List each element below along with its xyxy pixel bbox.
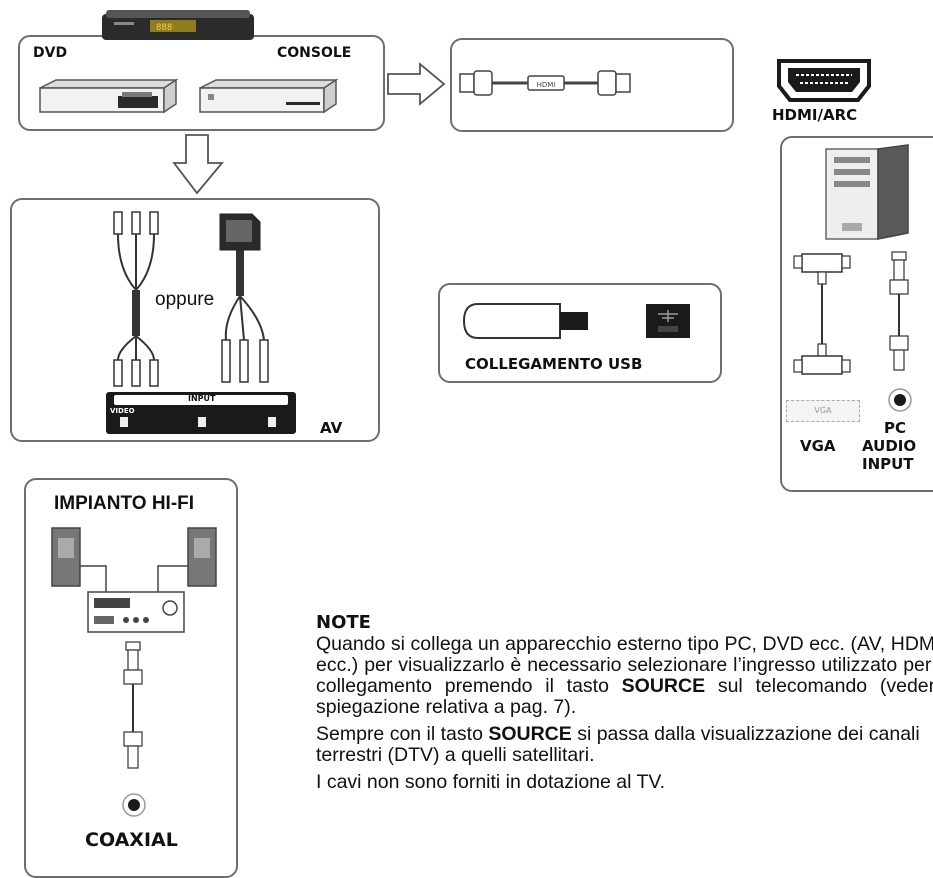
av-input-label: INPUT (188, 394, 216, 403)
hdmi-cable-box (450, 38, 734, 132)
usb-label: COLLEGAMENTO USB (465, 355, 643, 373)
hdmi-port-icon (777, 59, 871, 102)
pc-tower (825, 144, 909, 240)
usb-stick (462, 303, 588, 339)
note-p1-text-b: sul telecomando (vedere spiegazione rela… (316, 675, 933, 718)
scart-cable (219, 213, 269, 383)
av-input-strip (114, 395, 288, 405)
av-input-panel: INPUT VIDEO (106, 392, 296, 434)
vga-label: VGA (800, 437, 836, 455)
av-port-1 (120, 417, 128, 427)
note-p1-source: SOURCE (621, 675, 706, 697)
hifi-system (51, 527, 217, 633)
pc-input-label: INPUT (862, 455, 914, 473)
console-device (199, 78, 339, 114)
svg-text:888: 888 (156, 23, 172, 33)
note-p2-text-a: Sempre con il tasto (316, 723, 489, 745)
note-p2-text-b: si passa dalla visualizzazione dei canal… (316, 723, 920, 766)
note-title: NOTE (316, 612, 371, 633)
oppure-label: oppure (153, 289, 217, 311)
note-p1-text-a: Quando si collega un apparecchio esterno… (316, 633, 933, 697)
usb-port-icon (646, 304, 690, 338)
coaxial-jack-icon (122, 793, 146, 817)
av-port-3 (268, 417, 276, 427)
vga-cable (793, 253, 851, 375)
arrow-down-icon (172, 134, 224, 195)
pc-label: PC (884, 419, 907, 437)
coaxial-cable (123, 641, 143, 769)
hdmi-arc-label: HDMI/ARC (772, 106, 858, 124)
note-paragraph-1: Quando si collega un apparecchio esterno… (316, 634, 933, 718)
dvd-player (39, 78, 179, 114)
av-port-2 (198, 417, 206, 427)
arrow-right-icon (387, 62, 446, 106)
av-video-label: VIDEO (110, 407, 135, 415)
hifi-label: IMPIANTO HI-FI (54, 493, 195, 514)
note-paragraph-3: I cavi non sono forniti in dotazione al … (316, 771, 666, 793)
note-section: NOTE Quando si collega un apparecchio es… (316, 612, 933, 799)
console-label: CONSOLE (277, 45, 352, 61)
note-p2-source: SOURCE (488, 723, 572, 745)
dvd-label: DVD (33, 45, 68, 61)
rca-cable (113, 211, 159, 387)
coaxial-label: COAXIAL (85, 829, 178, 851)
note-paragraph-2: Sempre con il tasto SOURCE si passa dall… (316, 724, 933, 766)
audio-jack-icon (888, 388, 912, 412)
av-label: AV (320, 419, 343, 437)
hdmi-cable: HDMI (459, 70, 631, 96)
pc-audio-label: AUDIO (862, 437, 917, 455)
pc-audio-cable (889, 251, 909, 371)
vga-port: VGA (786, 400, 860, 422)
vga-port-text: VGA (814, 406, 832, 415)
decoder-device: 888 (102, 10, 254, 40)
hdmi-cable-text: HDMI (537, 81, 556, 89)
